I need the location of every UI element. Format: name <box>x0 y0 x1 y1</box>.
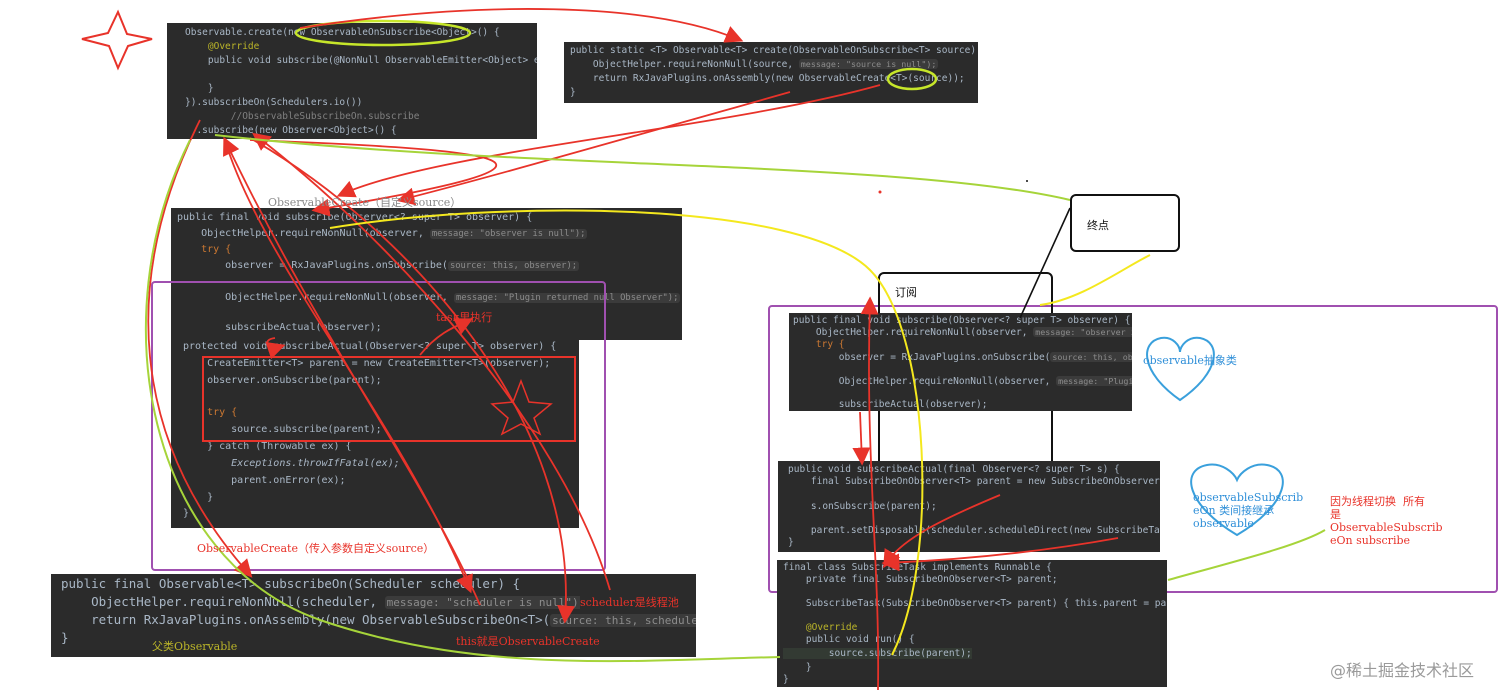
annotation-thread-switch: 因为线程切换 所有 是 ObservableSubscrib eOn subsc… <box>1330 495 1443 547</box>
code-line: public static <T> Observable<T> create(O… <box>570 45 978 56</box>
code-line: @Override <box>185 41 260 52</box>
code-line: subscribeActual(observer); <box>793 399 988 410</box>
highlight-rect <box>202 356 576 442</box>
code-block-create-def: public static <T> Observable<T> create(O… <box>564 42 978 103</box>
code-line: CreateEmitter<T> parent = new CreateEmit… <box>183 358 551 369</box>
heart-icon <box>1146 336 1215 402</box>
code-line: .subscribe(new Observer<Object>() { <box>185 125 397 136</box>
annotation-this-is-create: this就是ObservableCreate <box>456 635 600 648</box>
code-block-subscribe-task: final class SubscribeTask implements Run… <box>777 560 1167 687</box>
annotation-scheduler-pool: scheduler是线程池 <box>580 594 679 610</box>
code-line: ObjectHelper.requireNonNull(observer, me… <box>177 228 588 239</box>
code-line: final SubscribeOnObserver<T> parent = ne… <box>788 476 1160 487</box>
code-line: Observable.create(new ObservableOnSubscr… <box>185 27 500 38</box>
code-line: ObjectHelper.requireNonNull(observer, me… <box>793 327 1132 338</box>
code-line: SubscribeTask(SubscribeOnObserver<T> par… <box>783 598 1167 609</box>
code-line: public final void subscribe(Observer<? s… <box>793 315 1131 326</box>
code-line: } <box>788 537 794 548</box>
code-line: } <box>783 674 789 685</box>
code-line: parent.onError(ex); <box>183 475 346 486</box>
code-line: } catch (Throwable ex) { <box>183 441 352 452</box>
annotation-observable-create-param: ObservableCreate（传入参数自定义source） <box>197 542 435 555</box>
annotation-task-execute: task里执行 <box>436 311 493 324</box>
star-icon <box>81 9 153 71</box>
star-icon <box>490 378 553 436</box>
purple-frame-left <box>151 281 606 571</box>
code-block-create-call: Observable.create(new ObservableOnSubscr… <box>167 23 537 139</box>
code-line: public void subscribeActual(final Observ… <box>788 464 1120 475</box>
watermark: @稀土掘金技术社区 <box>1330 661 1475 680</box>
code-block-subscribe-final: public final void subscribe(Observer<? s… <box>171 208 682 340</box>
highlight-ellipse <box>294 19 472 47</box>
code-line: subscribeActual(observer); <box>177 322 382 333</box>
code-line: } <box>185 83 214 94</box>
code-line: public void subscribe(@NonNull Observabl… <box>185 55 537 66</box>
highlight-ellipse <box>886 67 938 91</box>
code-line: public void run() { <box>783 634 915 645</box>
code-line: } <box>183 492 214 503</box>
annotation-parent-observable: 父类Observable <box>152 640 238 653</box>
code-line: observer = RxJavaPlugins.onSubscribe(sou… <box>177 260 580 271</box>
code-line: observer.onSubscribe(parent); <box>183 375 382 386</box>
code-line: return RxJavaPlugins.onAssembly(new Obse… <box>570 73 965 84</box>
code-line: try { <box>177 244 232 255</box>
annotation-subscription: 订阅 <box>895 286 917 299</box>
code-line: public final Observable<T> subscribeOn(S… <box>61 576 521 591</box>
code-line: //ObservableSubscribeOn.subscribe <box>185 111 420 122</box>
annotation-subscribe-on-impl: observableSubscrib eOn 类间接继承 observable <box>1193 491 1304 530</box>
code-line: ObjectHelper.requireNonNull(scheduler, m… <box>61 594 588 609</box>
code-line: } <box>61 630 69 645</box>
code-line: } <box>783 662 812 673</box>
annotation-observable-create-custom: ObservableCreate（自定义source） <box>268 196 462 209</box>
code-line: @Override <box>783 622 858 633</box>
code-line: } <box>183 508 190 519</box>
code-line: Exceptions.throwIfFatal(ex); <box>183 458 400 469</box>
code-line: source.subscribe(parent); <box>183 424 382 435</box>
code-line: try { <box>793 339 845 350</box>
code-line: ObjectHelper.requireNonNull(source, mess… <box>570 59 939 70</box>
code-block-subscribe-on-def: public final Observable<T> subscribeOn(S… <box>51 574 696 657</box>
code-line: } <box>570 87 576 98</box>
code-line: ObjectHelper.requireNonNull(observer, me… <box>793 376 1132 387</box>
annotation-observable-abstract: observable抽象类 <box>1143 354 1237 367</box>
endpoint-box <box>1070 194 1180 252</box>
code-block-subscribe-final-right: public final void subscribe(Observer<? s… <box>789 313 1132 411</box>
code-line: public final void subscribe(Observer<? s… <box>177 212 533 223</box>
code-line: }).subscribeOn(Schedulers.io()) <box>185 97 363 108</box>
code-line: try { <box>183 407 238 418</box>
code-line: private final SubscribeOnObserver<T> par… <box>783 574 1058 585</box>
code-block-subscribe-actual-create: protected void subscribeActual(Observer<… <box>171 338 579 528</box>
heart-icon <box>1190 463 1284 537</box>
code-line: observer = RxJavaPlugins.onSubscribe(sou… <box>793 352 1132 363</box>
code-line: parent.setDisposable(scheduler.scheduleD… <box>810 525 1160 536</box>
code-line: return RxJavaPlugins.onAssembly(new Obse… <box>61 612 696 627</box>
annotation-endpoint: 终点 <box>1087 219 1109 232</box>
